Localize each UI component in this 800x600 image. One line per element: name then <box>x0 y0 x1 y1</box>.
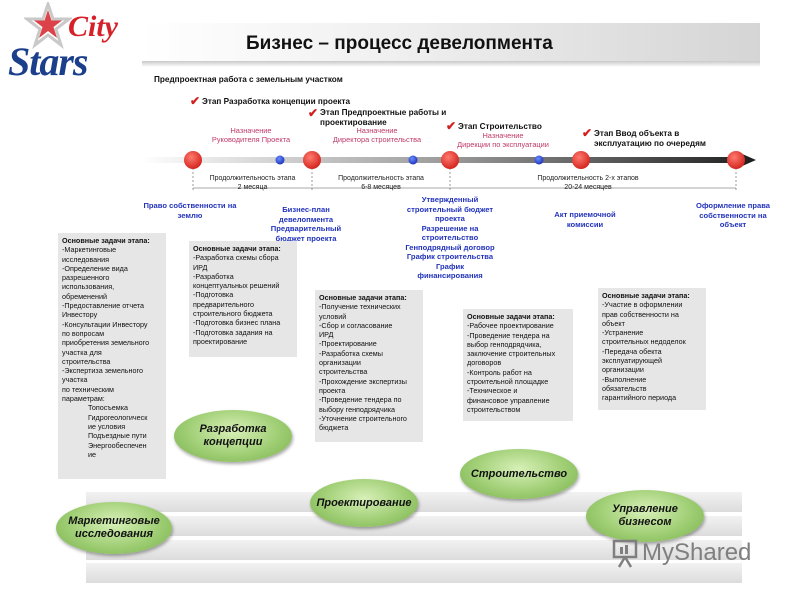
title-bar <box>142 23 760 67</box>
watermark-text: MyShared <box>642 539 752 566</box>
timeline-node-construction-permit <box>441 151 459 169</box>
checkmark-icon: ✔ <box>446 119 457 133</box>
phase-design: Проектирование <box>310 479 418 527</box>
timeline-node-operations-appointment <box>534 155 544 165</box>
timeline-node-director-appointment <box>408 155 418 165</box>
checkmark-icon: ✔ <box>308 106 319 120</box>
task-box-construction: Основные задачи этапа: -Рабочее проектир… <box>463 309 573 421</box>
preproject-label: Предпроектная работа с земельным участко… <box>154 75 343 84</box>
watermark: MyShared <box>610 537 760 571</box>
task-box-design: Основные задачи этапа: -Получение технич… <box>315 290 423 442</box>
task-box-commissioning: Основные задачи этапа: -Участие в оформл… <box>598 288 706 410</box>
background-band <box>86 563 742 583</box>
background-band <box>86 540 742 560</box>
checkmark-icon: ✔ <box>582 126 593 140</box>
stage-label-concept: Этап Разработка концепции проекта <box>202 97 351 106</box>
logo-stars-text: Stars <box>8 39 88 84</box>
page-title: Бизнес – процесс девелопмента <box>246 33 553 54</box>
timeline-node-acceptance <box>572 151 590 169</box>
presentation-board-icon <box>612 539 638 568</box>
star-logo-icon <box>24 2 72 50</box>
stage-label-design: Этап Предпроектные работы и проектирован… <box>320 108 447 127</box>
stage-label-construction: Этап Строительство <box>458 122 542 131</box>
phase-construction: Строительство <box>460 449 578 499</box>
company-logo: City Stars <box>6 2 136 88</box>
task-box-concept: Основные задачи этапа: -Разработка схемы… <box>189 241 297 357</box>
logo-city-text: City <box>68 10 118 43</box>
timeline-node-business-plan <box>303 151 321 169</box>
timeline-node-land-rights <box>184 151 202 169</box>
background-band <box>86 516 742 536</box>
timeline-node-ownership <box>727 151 745 169</box>
timeline-graphic <box>140 151 756 192</box>
timeline-node-pm-appointment <box>275 155 285 165</box>
stage-label-commissioning: Этап Ввод объекта в эксплуатацию по очер… <box>594 129 706 148</box>
checkmark-icon: ✔ <box>190 94 201 108</box>
